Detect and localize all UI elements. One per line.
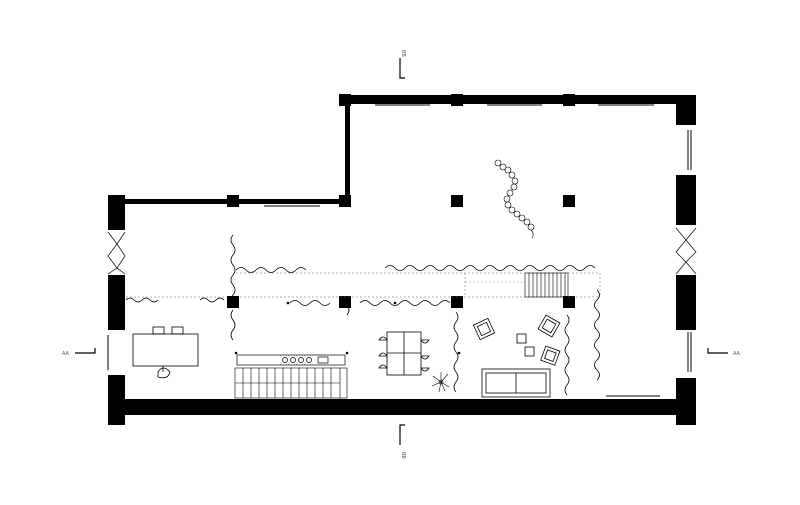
potted-plant [431, 372, 450, 393]
doors [107, 227, 697, 275]
windows [107, 104, 692, 397]
kitchen-counter [236, 354, 346, 366]
sculpture-chain [494, 159, 535, 239]
section-label-north: BB [400, 50, 406, 57]
curtains [125, 234, 600, 396]
exterior-walls [108, 95, 696, 425]
office-desk [132, 326, 199, 379]
columns [227, 94, 575, 308]
section-marker-west: AA [62, 348, 96, 357]
section-marker-south: BB [399, 424, 406, 459]
section-label-east: AA [733, 351, 741, 357]
lounge-furniture [472, 314, 561, 398]
upper-staircase [465, 272, 569, 298]
section-label-south: BB [400, 452, 406, 459]
section-marker-east: AA [707, 348, 741, 357]
section-marker-north: BB [399, 50, 406, 79]
section-label-west: AA [62, 351, 70, 357]
lower-staircase [234, 367, 348, 399]
dining-table [378, 331, 430, 376]
track-dots [234, 301, 461, 355]
